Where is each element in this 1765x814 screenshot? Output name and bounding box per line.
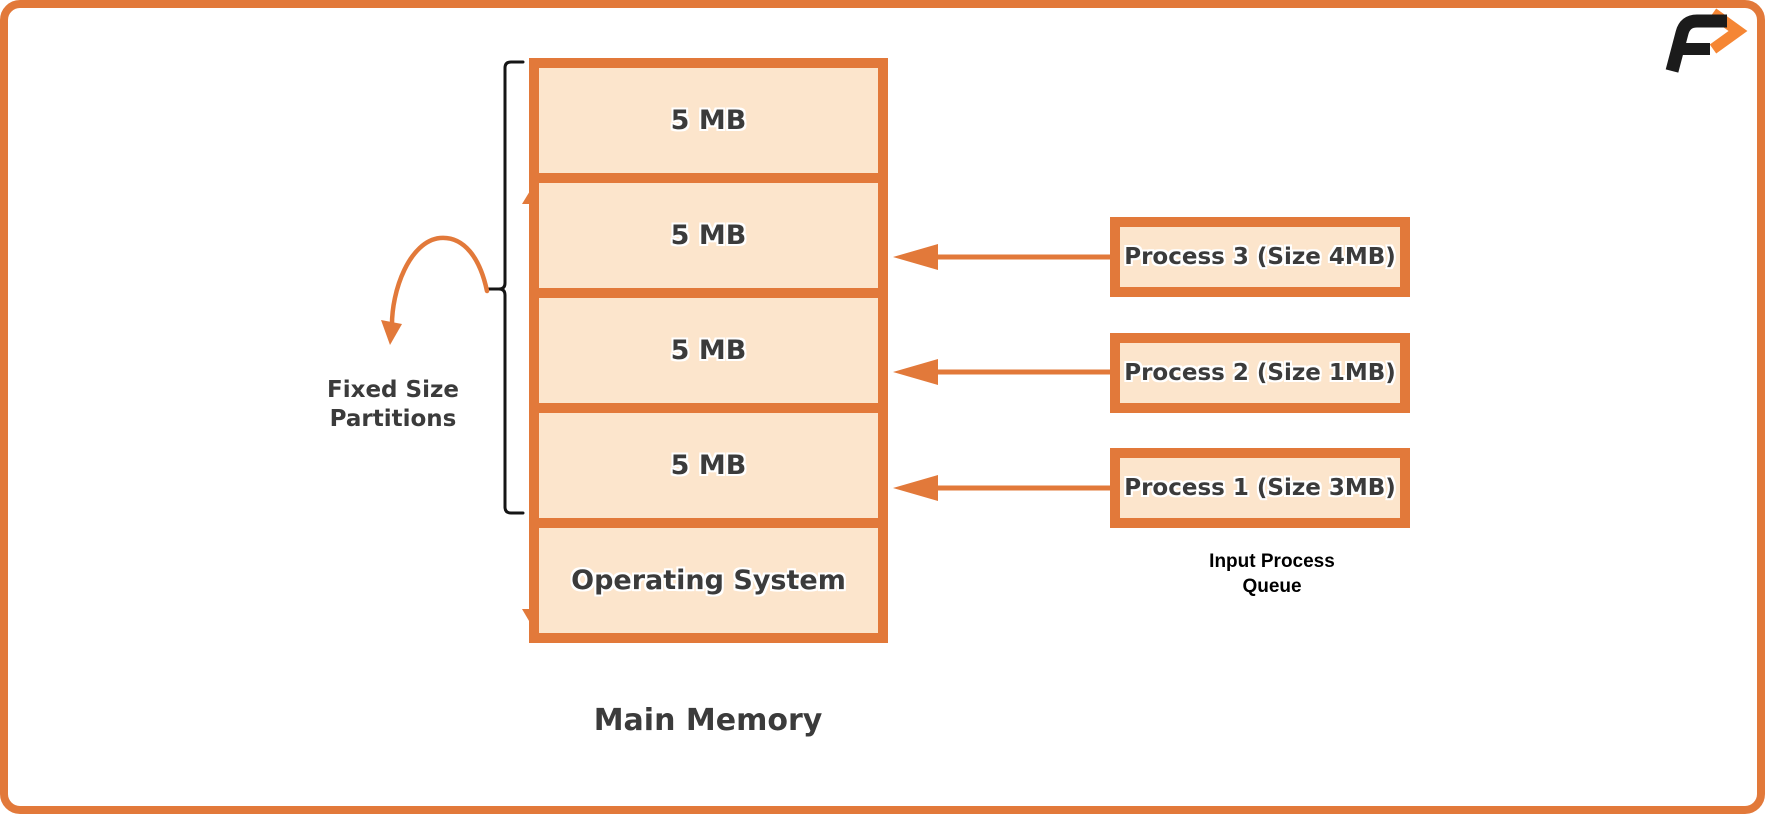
partitions-line: Partitions — [329, 406, 457, 432]
main-memory-caption: Main Memory — [593, 703, 823, 738]
operating-system-label: Operating System — [571, 565, 846, 596]
main-memory-box: 5 MB 5 MB 5 MB 5 MB Operating System — [529, 58, 888, 643]
process-3-box: Process 3 (Size 4MB) — [1110, 217, 1410, 297]
brand-logo-icon — [1665, 8, 1748, 73]
partition-4-label: 5 MB — [670, 450, 747, 481]
process-2-label: Process 2 (Size 1MB) — [1124, 360, 1396, 386]
memory-partition-3: 5 MB — [539, 298, 878, 403]
memory-partition-4: 5 MB — [539, 413, 878, 518]
memory-partition-1: 5 MB — [539, 68, 878, 173]
process-1-label: Process 1 (Size 3MB) — [1124, 475, 1396, 501]
input-process-line: Input Process — [1209, 551, 1335, 572]
partition-1-label: 5 MB — [670, 105, 747, 136]
process-3-label: Process 3 (Size 4MB) — [1124, 244, 1396, 270]
fixed-size-partitions-label: Fixed Size Partitions — [233, 376, 553, 434]
partition-2-label: 5 MB — [670, 220, 747, 251]
memory-partition-2: 5 MB — [539, 183, 878, 288]
process-2-box: Process 2 (Size 1MB) — [1110, 333, 1410, 413]
memory-partition-os: Operating System — [539, 528, 878, 633]
process-1-box: Process 1 (Size 3MB) — [1110, 448, 1410, 528]
brand-logo-f-icon — [1665, 14, 1727, 73]
partition-3-label: 5 MB — [670, 335, 747, 366]
queue-line: Queue — [1242, 576, 1302, 597]
input-process-queue-caption: Input Process Queue — [1122, 549, 1422, 599]
fixed-size-line: Fixed Size — [327, 377, 459, 403]
